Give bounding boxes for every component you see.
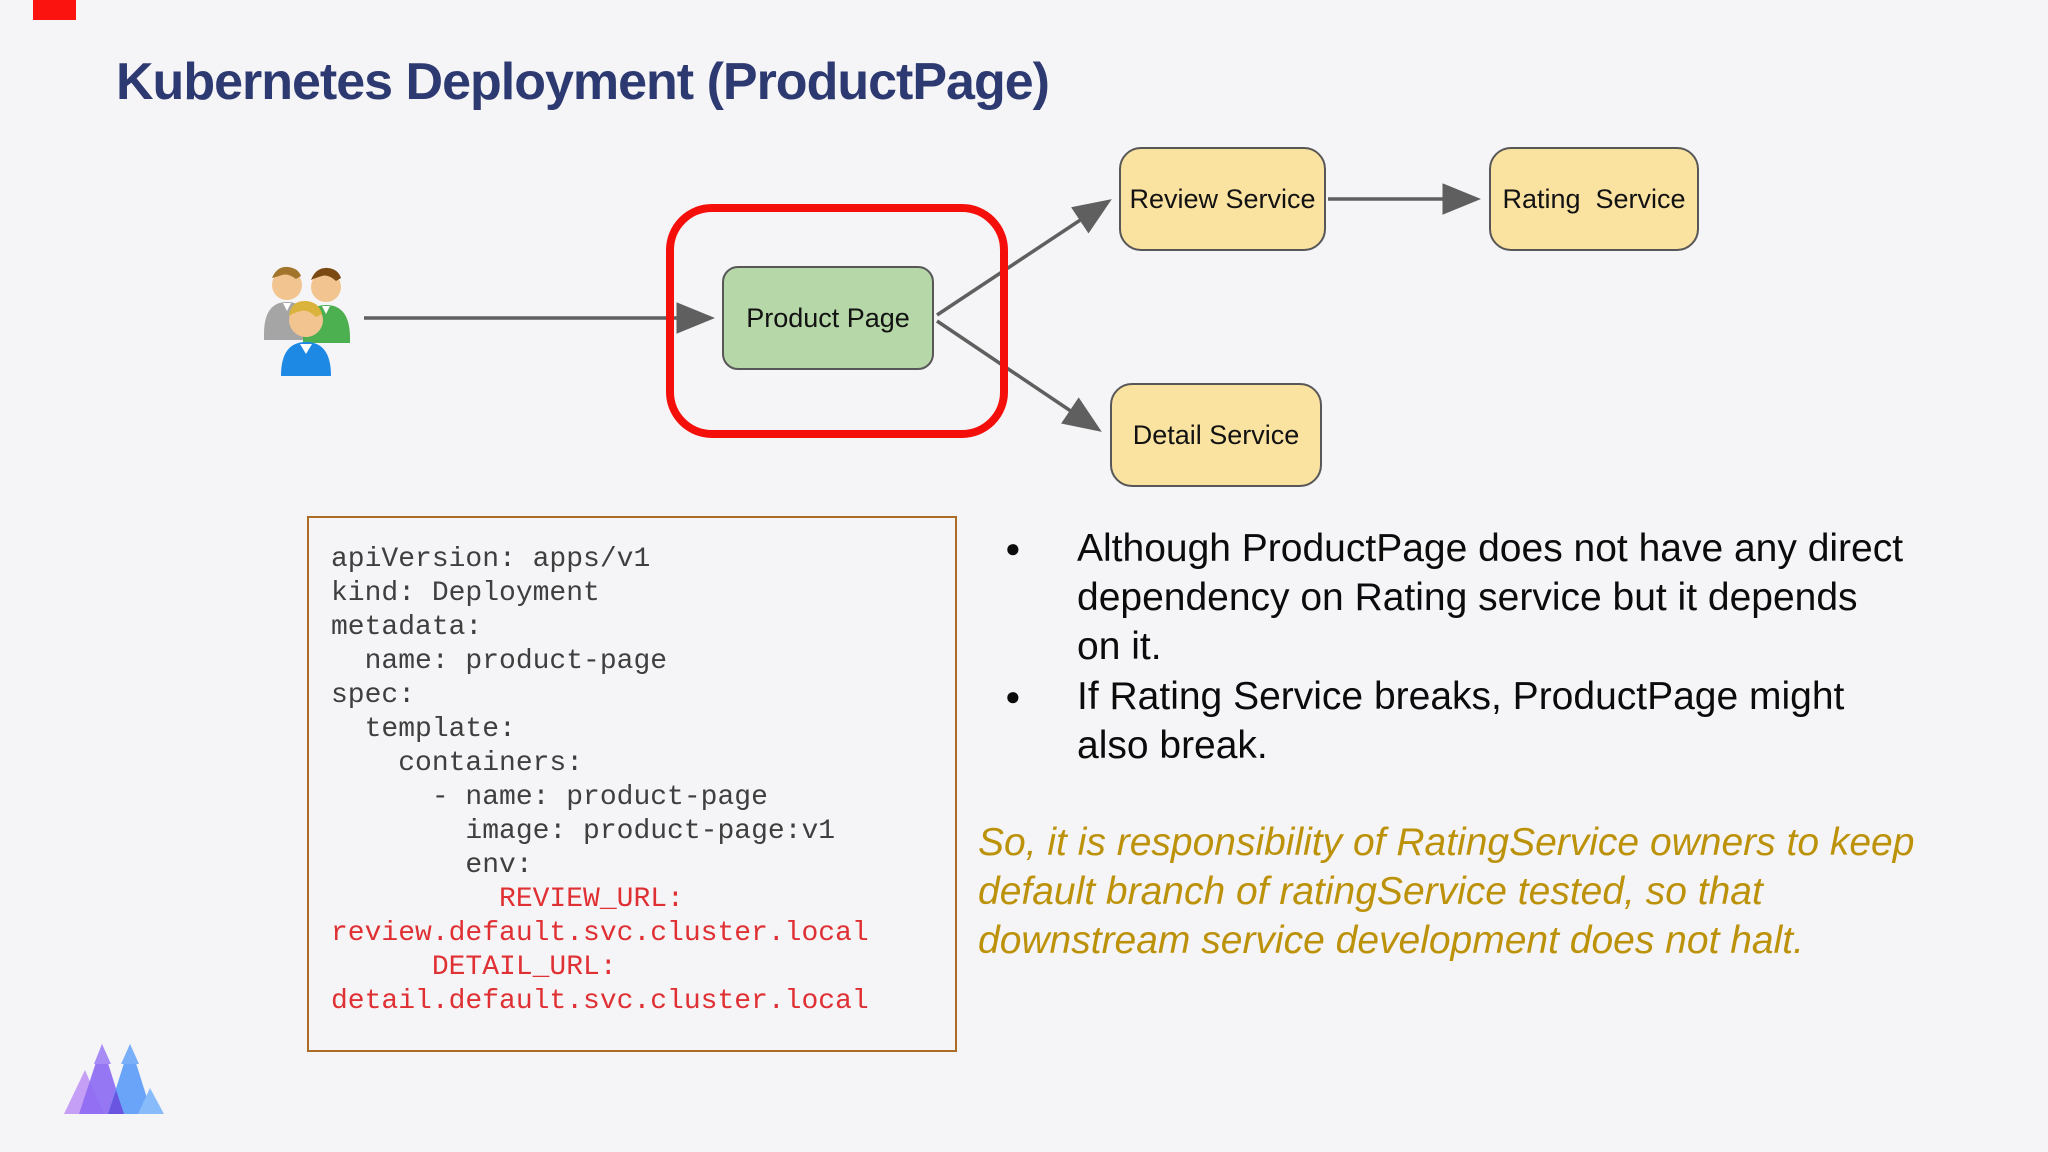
user-hair <box>289 300 322 317</box>
code-line: name: product-page <box>331 646 668 677</box>
bullet-text: If Rating Service breaks, ProductPage mi… <box>1077 675 1845 767</box>
yaml-code-block: apiVersion: apps/v1 kind: Deployment met… <box>307 516 957 1052</box>
user-head <box>311 272 341 302</box>
code-line: env: <box>331 850 533 881</box>
node-product-page-label: Product Page <box>746 302 910 333</box>
red-corner-accent <box>33 0 76 20</box>
list-item: ● If Rating Service breaks, ProductPage … <box>1005 672 1905 770</box>
logo-triangle <box>121 1044 139 1064</box>
bullet-dot-icon: ● <box>1005 681 1021 711</box>
user-hair <box>272 266 301 279</box>
code-line-highlighted: detail.default.svc.cluster.local <box>331 986 869 1017</box>
node-detail-service: Detail Service <box>1110 383 1322 487</box>
logo-triangle <box>94 1044 111 1064</box>
arrow-productpage-to-detail <box>936 319 1102 432</box>
node-rating-service-label: Rating Service <box>1502 183 1686 214</box>
arrow-productpage-to-review <box>936 199 1112 317</box>
logo-triangle <box>108 1090 124 1114</box>
list-item: ● Although ProductPage does not have any… <box>1005 524 1905 671</box>
node-product-page: Product Page <box>722 266 934 370</box>
code-line: apiVersion: apps/v1 <box>331 544 651 575</box>
bullet-dot-icon: ● <box>1005 533 1021 563</box>
user-collar <box>300 344 312 354</box>
callout-text: So, it is responsibility of RatingServic… <box>978 821 1915 962</box>
user-collar <box>322 306 330 314</box>
node-detail-service-label: Detail Service <box>1132 419 1300 450</box>
user-hair <box>311 267 341 281</box>
logo-m-icon <box>64 1044 164 1114</box>
node-review-service: Review Service <box>1119 147 1326 251</box>
highlight-frame <box>666 204 1008 438</box>
code-line: spec: <box>331 680 416 711</box>
page-title: Kubernetes Deployment (ProductPage) <box>116 53 1050 111</box>
code-line-highlighted: DETAIL_URL: <box>331 952 617 983</box>
user-body-blue <box>281 342 331 376</box>
code-line-highlighted: review.default.svc.cluster.local <box>331 918 869 949</box>
logo-triangle <box>108 1044 152 1114</box>
logo-triangle <box>138 1088 164 1114</box>
code-line: template: <box>331 714 516 745</box>
code-line: containers: <box>331 748 584 779</box>
bullet-text: Although ProductPage does not have any d… <box>1077 527 1904 668</box>
code-line: - name: product-page <box>331 782 768 813</box>
code-line: kind: Deployment <box>331 578 600 609</box>
notes-bullet-list: ● Although ProductPage does not have any… <box>1005 524 1905 771</box>
code-line: metadata: <box>331 612 483 643</box>
code-line-highlighted: REVIEW_URL: <box>331 884 684 915</box>
users-icon <box>264 266 350 376</box>
user-collar <box>283 303 291 311</box>
logo-triangle <box>79 1044 124 1114</box>
node-review-service-label: Review Service <box>1129 183 1316 214</box>
node-rating-service: Rating Service <box>1489 147 1699 251</box>
code-line: image: product-page:v1 <box>331 816 836 847</box>
